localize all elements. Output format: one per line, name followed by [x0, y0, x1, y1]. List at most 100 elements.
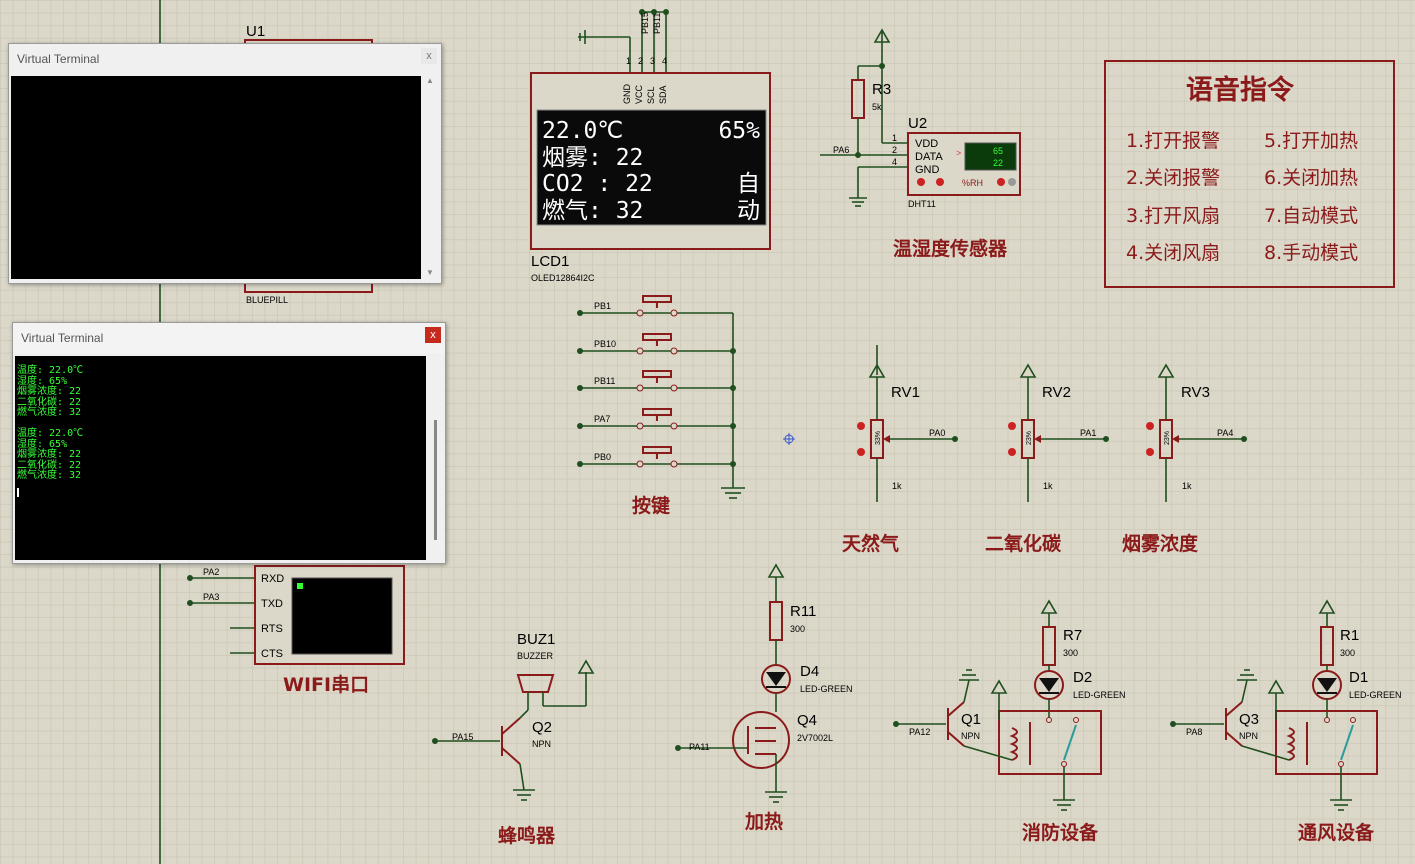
scroll-up-icon[interactable]: ▲ [426, 76, 434, 85]
rv3-caption: 烟雾浓度 [1122, 532, 1199, 555]
fire-relay-circuit[interactable]: R7 300 D2 LED-GREEN PA12 Q1 NPN 消防设备 [893, 599, 1126, 844]
dht-arrow: > [956, 148, 961, 158]
close-icon[interactable]: x [425, 327, 441, 343]
mcu-part: BLUEPILL [246, 295, 288, 305]
wifi-pin-cts: CTS [261, 648, 283, 660]
r3-ref: R3 [872, 81, 891, 98]
lcd-part: OLED12864I2C [531, 273, 595, 283]
button-pb11[interactable]: PB11 [577, 370, 736, 392]
fan-q-ref: Q3 [1239, 711, 1259, 728]
terminal-title-bar[interactable]: Virtual Terminal x [9, 44, 441, 74]
voice-cmd-1: 1.打开报警 [1126, 130, 1220, 152]
oled-mode-2: 动 [737, 198, 760, 224]
fan-r-ref: R1 [1340, 627, 1359, 644]
rv3-value: 1k [1182, 481, 1192, 491]
terminal-scrollbar[interactable] [428, 356, 443, 560]
scroll-down-icon[interactable]: ▼ [426, 268, 434, 277]
terminal-title: Virtual Terminal [17, 52, 100, 66]
oled-gas: 燃气: 32 [542, 198, 643, 224]
dht11-sensor[interactable]: R3 5k PA6 U2 1 2 4 VDD DATA GND > 65 22 … [820, 28, 1021, 260]
button-net-label: PB10 [594, 339, 616, 349]
terminal-screen[interactable] [11, 76, 421, 279]
pot-rv1[interactable]: RV1 1k PA0 33% 天然气 [842, 345, 958, 555]
heater-d-ref: D4 [800, 663, 819, 680]
buzzer-circuit[interactable]: BUZ1 BUZZER PA15 Q2 NPN 蜂鸣器 [432, 631, 595, 847]
voice-cmd-6: 6.关闭加热 [1264, 167, 1358, 189]
heater-circuit[interactable]: R11 300 D4 LED-GREEN PA11 Q4 2V7002L 加热 [675, 563, 853, 833]
terminal-title: Virtual Terminal [21, 331, 104, 345]
dht-lcd-temp: 22 [993, 158, 1003, 168]
voice-cmd-5: 5.打开加热 [1264, 130, 1358, 152]
fan-d-type: LED-GREEN [1349, 690, 1402, 700]
rv3-ref: RV3 [1181, 384, 1210, 401]
heater-q-ref: Q4 [797, 712, 817, 729]
wifi-caption: WIFI串口 [283, 674, 369, 696]
wifi-serial-module[interactable]: PA2 PA3 RXD TXD RTS CTS WIFI串口 [187, 565, 405, 696]
scrollbar-thumb[interactable] [434, 420, 437, 540]
fire-caption: 消防设备 [1022, 821, 1099, 844]
dht-pin-num: 1 [892, 133, 897, 143]
heater-r-val: 300 [790, 624, 805, 634]
rv2-ref: RV2 [1042, 384, 1071, 401]
voice-title: 语音指令 [1186, 74, 1295, 106]
button-pb1[interactable]: PB1 [577, 295, 733, 317]
rv1-net: PA0 [929, 428, 945, 438]
lcd-pin-num: 4 [662, 56, 667, 66]
wifi-pin-rxd: RXD [261, 573, 284, 585]
lcd-net-pb15: PB15 [640, 12, 650, 34]
buzzer-net: PA15 [452, 732, 473, 742]
lcd-pin-gnd: GND [622, 84, 632, 105]
pot-rv3[interactable]: RV3 1k PA4 23% 烟雾浓度 [1122, 363, 1247, 555]
pot-rv2[interactable]: RV2 1k PA1 23% 二氧化碳 [985, 363, 1109, 555]
button-pb10[interactable]: PB10 [577, 333, 736, 355]
virtual-terminal-1[interactable]: Virtual Terminal x ▲ ▼ [8, 43, 442, 284]
fan-relay-circuit[interactable]: R1 300 D1 LED-GREEN PA8 Q3 NPN 通风设备 [1170, 599, 1402, 844]
button-pa7[interactable]: PA7 [577, 408, 736, 430]
rv2-pct: 23% [1026, 431, 1033, 445]
terminal-line: 湿度: 65% [17, 375, 68, 387]
buttons-caption: 按键 [632, 494, 670, 517]
fire-r-ref: R7 [1063, 627, 1082, 644]
wifi-net-pa2: PA2 [203, 567, 219, 577]
fire-d-type: LED-GREEN [1073, 690, 1126, 700]
terminal-scrollbar[interactable]: ▲ ▼ [422, 76, 438, 279]
buzzer-q-ref: Q2 [532, 719, 552, 736]
button-array[interactable]: PB1 PB10 PB11 PA7 PB0 按键 [577, 295, 745, 517]
r3-value: 5k [872, 102, 882, 112]
rv2-net: PA1 [1080, 428, 1096, 438]
voice-cmd-2: 2.关闭报警 [1126, 167, 1220, 189]
button-net-label: PB0 [594, 452, 611, 462]
fan-q-type: NPN [1239, 731, 1258, 741]
lcd-pin-sda: SDA [658, 85, 668, 104]
oled-display[interactable]: PB15 PB11 1 2 3 4 GND VCC SCL SDA 22.0℃ … [530, 9, 771, 283]
dht-pin-gnd: GND [915, 164, 940, 176]
oled-mode-1: 自 [737, 171, 760, 197]
dht-ref: U2 [908, 115, 927, 132]
fire-q-ref: Q1 [961, 711, 981, 728]
wifi-net-pa3: PA3 [203, 592, 219, 602]
rv3-pct: 23% [1164, 431, 1171, 445]
terminal-title-bar[interactable]: Virtual Terminal x [13, 323, 445, 353]
voice-cmd-3: 3.打开风扇 [1126, 205, 1220, 227]
mcu-ref: U1 [246, 23, 265, 40]
fire-q-type: NPN [961, 731, 980, 741]
dht-pin-data: DATA [915, 151, 943, 163]
dht-pin-num: 2 [892, 145, 897, 155]
terminal-cursor [17, 487, 19, 497]
rv2-value: 1k [1043, 481, 1053, 491]
rv1-caption: 天然气 [842, 532, 899, 555]
dht-pin-vdd: VDD [915, 138, 938, 150]
buzzer-ref: BUZ1 [517, 631, 555, 648]
dht-lcd-hum: 65 [993, 146, 1003, 156]
terminal-line: 温度: 22.0℃ [17, 365, 84, 376]
oled-hum: 65% [718, 118, 760, 144]
close-icon[interactable]: x [421, 48, 437, 64]
button-pb0[interactable]: PB0 [577, 446, 736, 468]
wifi-pin-rts: RTS [261, 623, 283, 635]
terminal-line: 烟雾浓度: 22 [17, 386, 82, 397]
oled-co2: CO2 : 22 [542, 171, 653, 197]
lcd-pin-scl: SCL [646, 86, 656, 104]
rv1-pct: 33% [875, 431, 882, 445]
